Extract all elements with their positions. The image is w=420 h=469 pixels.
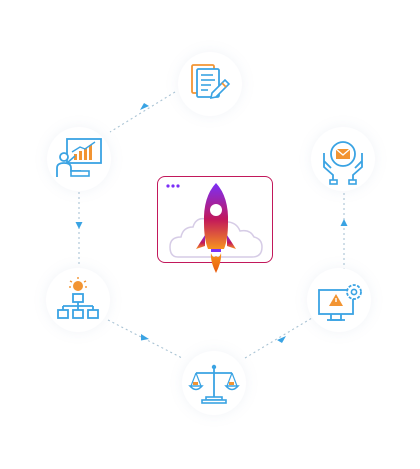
node-document-editing (178, 52, 242, 116)
arrow-monitor-to-email (340, 219, 348, 226)
card-dot-1 (166, 184, 170, 188)
connector-scale-to-monitor (244, 317, 313, 359)
connector-hierarchy-to-scale (107, 319, 183, 359)
node-email-hands (311, 127, 375, 191)
node-idea-hierarchy (46, 268, 110, 332)
idea-hierarchy-icon (57, 277, 99, 319)
arrow-doc-to-presentation (140, 103, 149, 110)
connector-doc-to-presentation (109, 91, 176, 133)
balance-scale-icon (188, 364, 240, 404)
rocket-icon (166, 183, 263, 273)
document-edit-icon (191, 64, 231, 100)
node-analytics-presentation (47, 127, 111, 191)
node-monitor-alert-settings (307, 268, 371, 332)
rocket-flame (210, 253, 222, 273)
arrow-presentation-to-hierarchy (75, 222, 83, 229)
card-dot-2 (171, 184, 175, 188)
arrow-scale-to-monitor (277, 336, 286, 343)
rocket-window (210, 204, 222, 216)
center-rocket-card (157, 176, 273, 273)
arrow-hierarchy-to-scale (141, 334, 149, 341)
card-dot-3 (176, 184, 180, 188)
email-hands-icon (323, 141, 363, 185)
presentation-chart-icon (56, 138, 102, 177)
monitor-alert-icon (318, 284, 362, 321)
node-balance-scale (182, 351, 246, 415)
